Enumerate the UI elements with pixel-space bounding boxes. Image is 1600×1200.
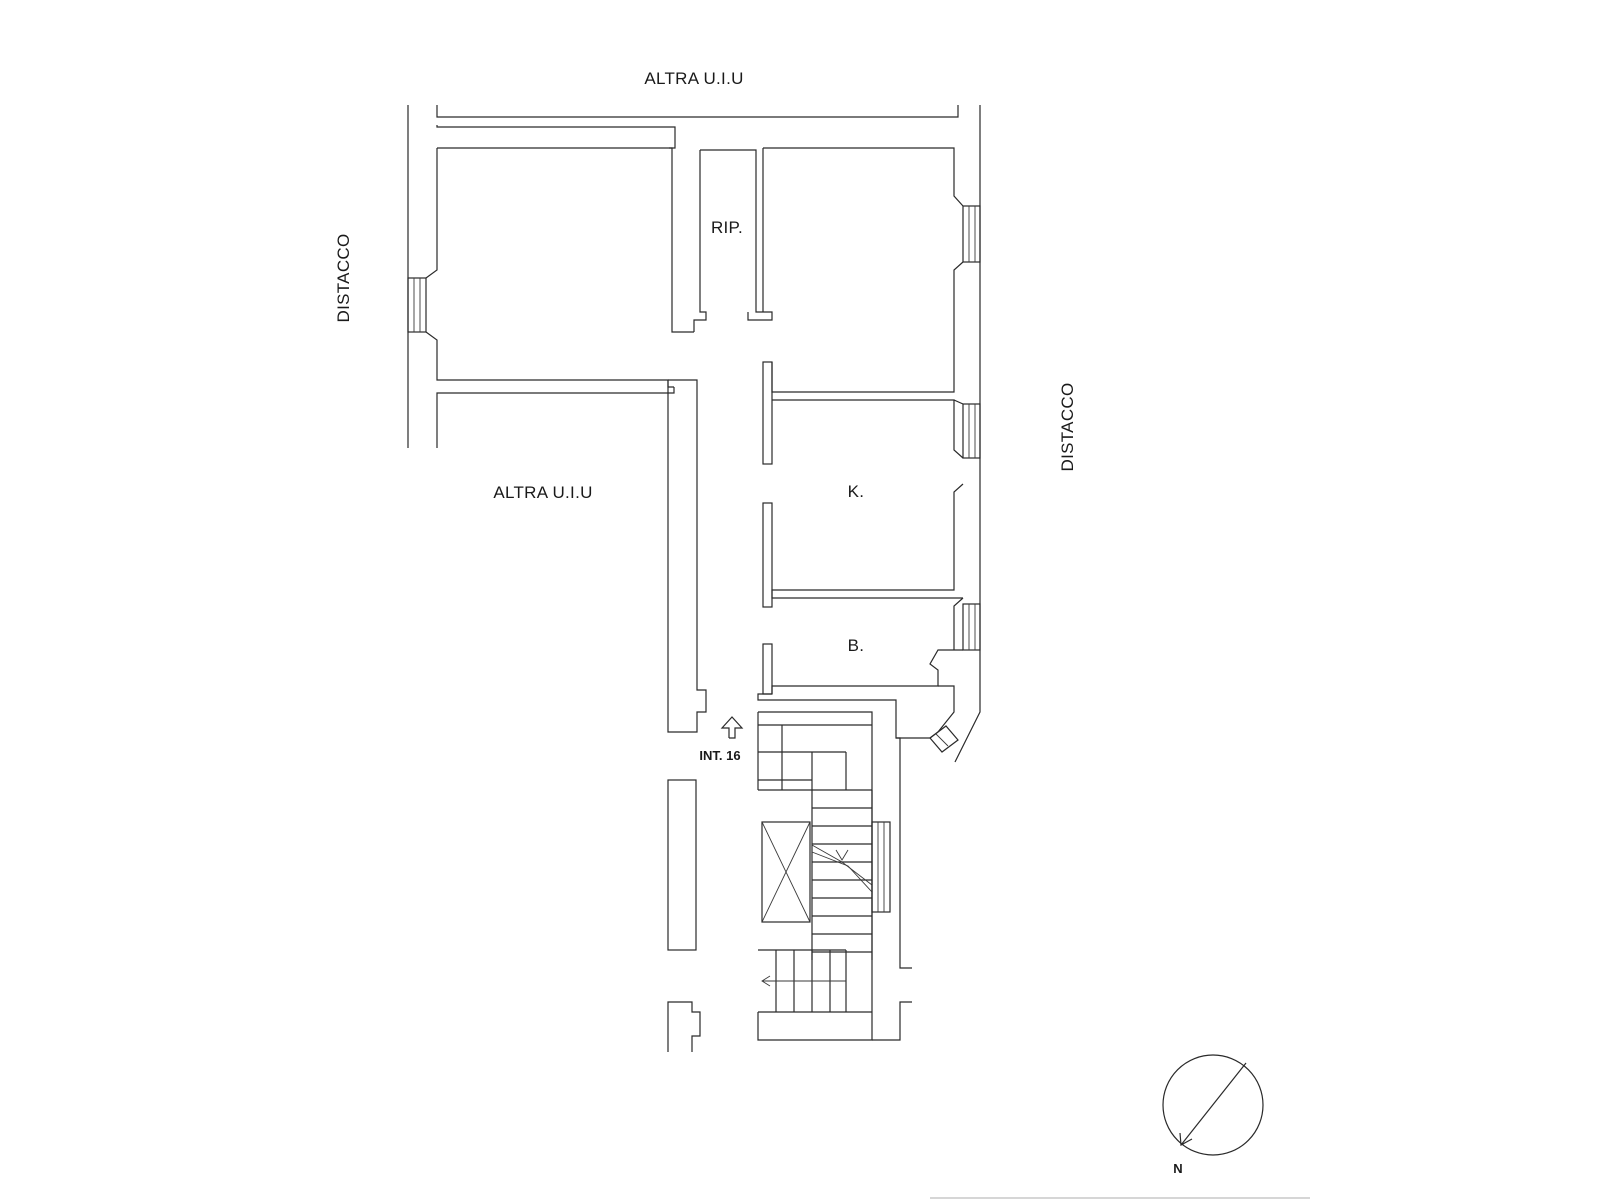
label-left-neighbor: ALTRA U.I.U [493,483,592,502]
entrance-arrow-icon [720,716,744,739]
label-left-side: DISTACCO [334,234,353,323]
window-kitchen [962,403,981,459]
label-kitchen: K. [848,482,865,501]
window-right-upper [962,205,981,263]
right-boundary-wall [954,105,981,763]
window-stairs [871,821,891,913]
top-boundary-wall [436,105,959,149]
room-kitchen [771,399,964,599]
room-upper-left [425,147,694,388]
room-bathroom [757,597,964,739]
label-right-side: DISTACCO [1058,383,1077,472]
room-storage [693,149,773,332]
window-angled [929,725,959,753]
window-bathroom [962,603,981,651]
corridor-left-wall [667,379,707,733]
window-left [407,277,427,333]
corridor-right-partitions [762,361,773,695]
label-north: N [1173,1161,1182,1176]
label-bathroom: B. [848,636,865,655]
label-entrance: INT. 16 [699,748,740,763]
lower-left-walls [667,779,701,1052]
label-top-neighbor: ALTRA U.I.U [644,69,743,88]
stairwell [757,711,912,1041]
room-upper-right [762,147,964,393]
left-boundary-wall [407,105,675,448]
label-storage-room: RIP. [711,218,743,237]
north-compass-icon [1162,1054,1264,1156]
